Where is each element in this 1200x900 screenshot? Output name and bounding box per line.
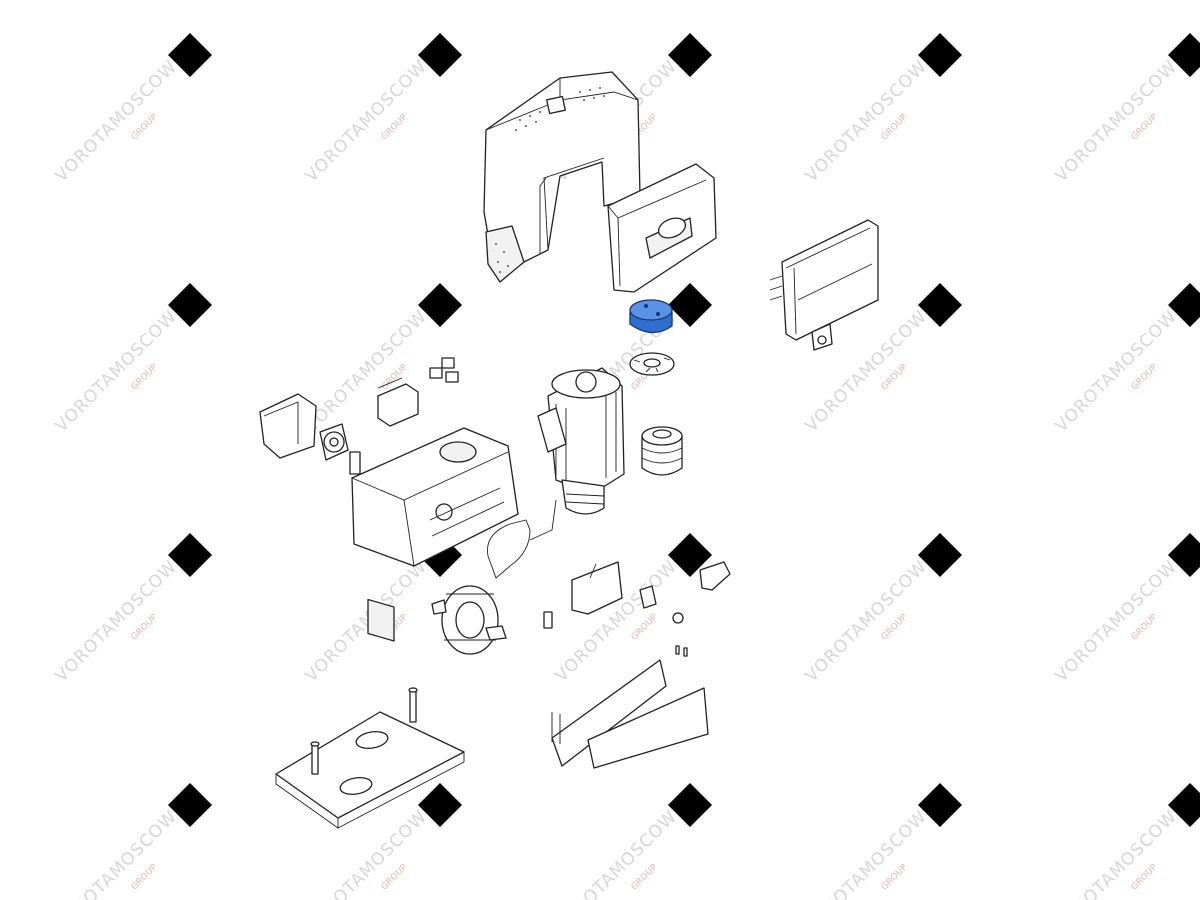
motor-gasket[interactable] (629, 352, 675, 376)
worm-pulley[interactable] (641, 426, 683, 476)
vent-dots (495, 87, 605, 273)
release-lever[interactable] (699, 561, 731, 591)
lock-cylinder[interactable] (639, 585, 684, 624)
pinion-gear[interactable] (319, 423, 349, 461)
watermark-text: VOROTAMOSCOW (1052, 557, 1182, 687)
end-cap[interactable] (259, 393, 317, 459)
fixing-pins[interactable] (675, 645, 688, 657)
watermark-text: VOROTAMOSCOW (552, 807, 682, 900)
watermark-text: VOROTAMOSCOW (52, 557, 182, 687)
base-plate[interactable] (275, 687, 465, 829)
watermark-text: VOROTAMOSCOW (52, 807, 182, 900)
front-cover[interactable] (607, 163, 717, 293)
watermark-text: VOROTAMOSCOW (52, 57, 182, 187)
drive-gear[interactable] (431, 585, 507, 655)
watermark-text: VOROTAMOSCOW (52, 307, 182, 437)
watermark-text: VOROTAMOSCOW (1052, 57, 1182, 187)
gearbox-housing[interactable] (351, 427, 519, 642)
watermark-text: VOROTAMOSCOW (1052, 307, 1182, 437)
housing-seal[interactable] (487, 499, 557, 579)
watermark-text: VOROTAMOSCOW (802, 57, 932, 187)
watermark-text: VOROTAMOSCOW (302, 557, 432, 687)
watermark-text: VOROTAMOSCOW (802, 807, 932, 900)
release-cover[interactable] (571, 561, 623, 615)
watermark-text: VOROTAMOSCOW (302, 807, 432, 900)
motor-cap-highlighted[interactable] (629, 299, 673, 334)
watermark-text: VOROTAMOSCOW (802, 557, 932, 687)
limit-switch-clips[interactable] (429, 357, 459, 383)
control-board-bracket[interactable] (769, 0, 879, 351)
watermark-text: VOROTAMOSCOW (1052, 807, 1182, 900)
small-bracket[interactable] (349, 451, 361, 475)
watermark-text: VOROTAMOSCOW (302, 57, 432, 187)
limit-switch[interactable] (377, 377, 419, 427)
rack-strips[interactable] (551, 659, 709, 769)
electric-motor[interactable] (537, 367, 625, 515)
main-cover[interactable] (483, 71, 641, 283)
small-pin[interactable] (543, 611, 553, 629)
